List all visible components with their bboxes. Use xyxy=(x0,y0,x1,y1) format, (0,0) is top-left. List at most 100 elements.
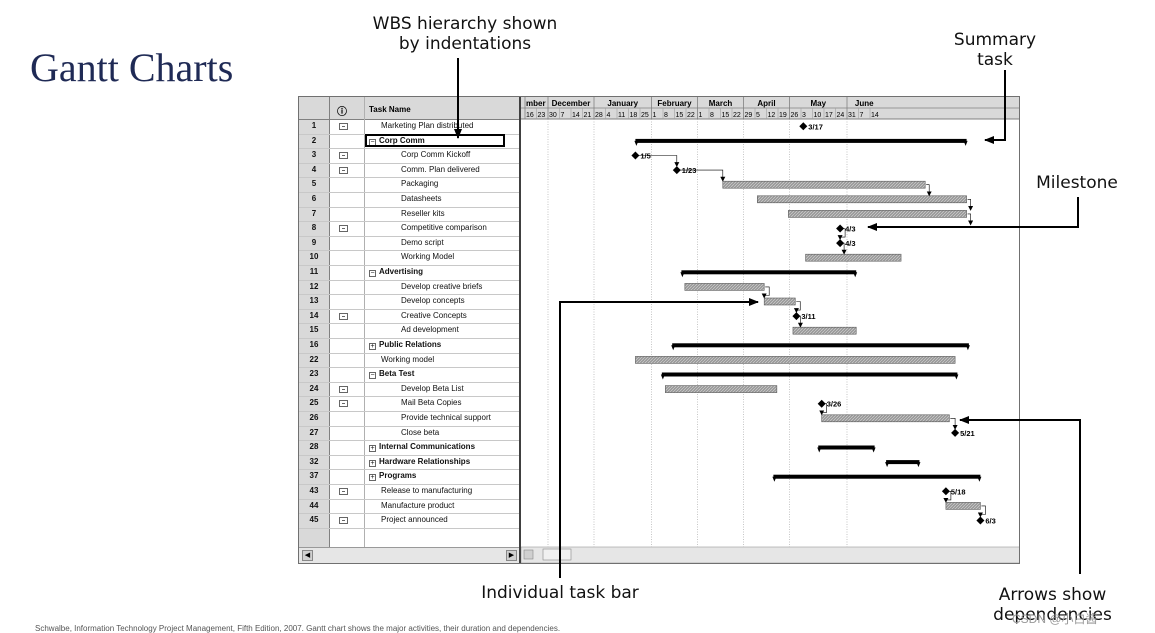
task-bar[interactable] xyxy=(684,283,765,291)
milestone-marker[interactable] xyxy=(792,312,801,321)
row-divider xyxy=(299,177,519,179)
task-name[interactable]: Comm. Plan delivered xyxy=(401,163,480,178)
task-name[interactable]: Packaging xyxy=(401,177,438,192)
task-name[interactable]: +Hardware Relationships xyxy=(369,455,470,470)
milestone-marker[interactable] xyxy=(836,239,845,248)
summary-bar[interactable] xyxy=(635,138,967,143)
row-divider xyxy=(299,148,519,150)
table-splitter[interactable] xyxy=(519,97,521,563)
gantt-scrollbar[interactable] xyxy=(521,546,1020,563)
task-name[interactable]: +Public Relations xyxy=(369,338,441,353)
task-bar[interactable] xyxy=(635,356,956,364)
task-name-text: Close beta xyxy=(401,427,440,437)
task-name[interactable]: Provide technical support xyxy=(401,411,491,426)
task-name[interactable]: Release to manufacturing xyxy=(381,484,472,499)
expand-icon[interactable]: + xyxy=(369,474,376,482)
row-number: 5 xyxy=(311,179,317,189)
task-name[interactable]: Marketing Plan distributed xyxy=(381,119,474,134)
task-name[interactable]: Develop Beta List xyxy=(401,382,464,397)
summary-bar-end xyxy=(680,272,685,278)
scroll-left-arrow[interactable]: ◀ xyxy=(302,550,313,561)
week-label: 21 xyxy=(584,112,592,119)
summary-bar-end xyxy=(671,345,676,351)
task-name[interactable]: Corp Comm Kickoff xyxy=(401,148,470,163)
milestone-marker[interactable] xyxy=(836,224,845,233)
milestone-marker[interactable] xyxy=(817,399,826,408)
milestone-marker[interactable] xyxy=(976,516,985,525)
row-number: 27 xyxy=(309,427,319,437)
week-label: 24 xyxy=(837,112,845,119)
task-name[interactable]: −Corp Comm xyxy=(369,134,425,149)
table-scrollbar[interactable] xyxy=(299,547,519,563)
summary-bar[interactable] xyxy=(672,343,969,348)
task-name-text: Working model xyxy=(381,354,435,364)
milestone-marker[interactable] xyxy=(951,428,960,437)
task-bar[interactable] xyxy=(792,326,857,335)
week-label: 3 xyxy=(802,112,806,119)
task-bar[interactable] xyxy=(722,180,926,189)
week-label: 14 xyxy=(572,112,580,119)
expand-icon[interactable]: + xyxy=(369,343,376,350)
dependencies-callout-line-2: dependencies xyxy=(993,605,1112,625)
summary-bar[interactable] xyxy=(661,372,958,377)
scroll-right-arrow[interactable]: ▶ xyxy=(506,550,517,561)
milestone-date-label: 4/3 xyxy=(845,239,855,248)
task-bar[interactable] xyxy=(788,210,967,218)
task-name[interactable]: Working Model xyxy=(401,250,454,265)
task-bar[interactable] xyxy=(821,414,950,423)
source-caption: Schwalbe, Information Technology Project… xyxy=(35,624,561,633)
expand-icon[interactable]: + xyxy=(369,459,376,467)
task-bar[interactable] xyxy=(665,385,778,393)
summary-bar[interactable] xyxy=(681,270,857,275)
task-name[interactable]: Ad development xyxy=(401,323,459,338)
summary-bar-end xyxy=(954,374,959,380)
watermark: CSDN @小白酱 xyxy=(1012,612,1098,626)
task-name[interactable]: −Advertising xyxy=(369,265,423,280)
week-label: 16 xyxy=(526,112,534,119)
gantt-scroll-left-arrow[interactable] xyxy=(523,549,534,560)
row-divider xyxy=(299,221,519,223)
summary-bar-end xyxy=(885,462,890,468)
task-name[interactable]: +Internal Communications xyxy=(369,440,475,455)
summary-bar-end xyxy=(660,374,665,380)
milestone-marker[interactable] xyxy=(672,166,681,175)
row-number: 6 xyxy=(311,194,317,203)
row-number: 11 xyxy=(309,267,319,276)
milestone-marker[interactable] xyxy=(799,122,808,131)
month-label: February xyxy=(657,99,692,108)
week-label: 8 xyxy=(664,112,668,119)
milestone-marker[interactable] xyxy=(941,487,950,496)
task-name[interactable]: Reseller kits xyxy=(401,207,445,222)
task-name[interactable]: Working model xyxy=(381,353,434,368)
task-bar[interactable] xyxy=(945,502,981,510)
milestone-marker[interactable] xyxy=(631,151,640,160)
task-name[interactable]: Manufacture product xyxy=(381,499,454,514)
collapse-icon[interactable]: − xyxy=(369,138,376,146)
task-name[interactable]: Demo script xyxy=(401,236,444,251)
row-divider xyxy=(299,469,519,471)
task-name[interactable]: Datasheets xyxy=(401,192,441,207)
collapse-icon[interactable]: − xyxy=(369,372,376,380)
task-name[interactable]: Close beta xyxy=(401,426,439,441)
task-name[interactable]: Project announced xyxy=(381,513,448,528)
summary-bar[interactable] xyxy=(773,474,981,479)
task-name-text: Advertising xyxy=(379,267,424,276)
task-name[interactable]: Develop concepts xyxy=(401,294,465,309)
task-bar[interactable] xyxy=(757,195,967,204)
summary-bar[interactable] xyxy=(818,445,875,450)
expand-icon[interactable]: + xyxy=(369,445,376,453)
collapse-icon[interactable]: − xyxy=(369,270,376,277)
task-name[interactable]: Mail Beta Copies xyxy=(401,396,461,411)
note-indicator-icon xyxy=(339,517,348,525)
task-bar[interactable] xyxy=(763,297,796,306)
task-name[interactable]: Creative Concepts xyxy=(401,309,467,324)
gantt-scroll-thumb[interactable] xyxy=(542,548,572,561)
month-label: January xyxy=(607,99,638,108)
task-name[interactable]: +Programs xyxy=(369,469,416,484)
task-name[interactable]: Develop creative briefs xyxy=(401,280,482,295)
task-name[interactable]: −Beta Test xyxy=(369,367,414,382)
task-bar[interactable] xyxy=(805,253,902,262)
task-name[interactable]: Competitive comparison xyxy=(401,221,487,236)
milestone-date-label: 6/3 xyxy=(985,517,995,526)
summary-bar[interactable] xyxy=(886,460,920,465)
